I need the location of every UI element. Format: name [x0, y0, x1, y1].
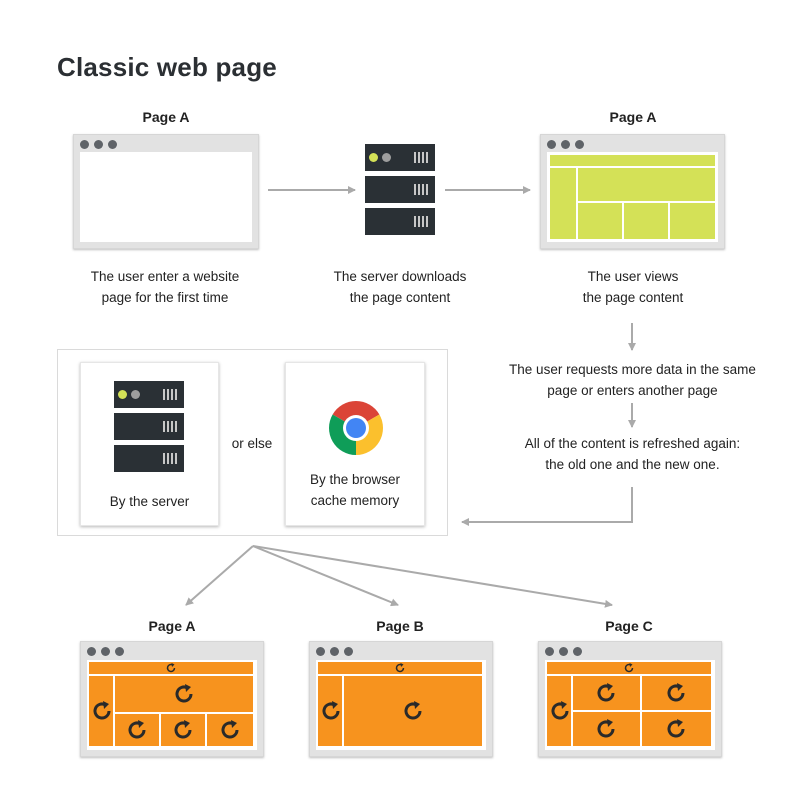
layout-main-block	[577, 167, 716, 202]
layout-cell-block	[573, 676, 640, 710]
chrome-logo-icon	[329, 401, 383, 455]
layout-cell-block	[207, 714, 253, 746]
loaded-page-content	[547, 152, 718, 242]
refresh-icon	[322, 701, 340, 720]
blank-page-content	[80, 152, 252, 242]
bottom-page-b-label: Page B	[376, 618, 424, 634]
window-dot-icon	[108, 140, 117, 149]
refresh-icon	[551, 701, 569, 720]
refresh-icon	[597, 683, 615, 702]
browser-window-empty	[73, 134, 259, 249]
caption-user-enter: The user enter a website page for the fi…	[90, 269, 240, 305]
refresh-icon	[395, 663, 405, 673]
caption-user-requests: The user requests more data in the same …	[509, 362, 756, 398]
layout-cell-block	[623, 202, 669, 240]
window-dot-icon	[545, 647, 554, 656]
page-a-right-label: Page A	[609, 109, 657, 125]
window-dot-icon	[573, 647, 582, 656]
window-dot-icon	[547, 140, 556, 149]
refresh-icon	[404, 701, 422, 720]
window-dot-icon	[87, 647, 96, 656]
refresh-icon	[624, 663, 634, 673]
caption-user-views: The user views the page content	[582, 269, 684, 305]
refresh-icon	[93, 701, 111, 720]
refresh-icon	[174, 720, 192, 739]
browser-window-page-c	[538, 641, 722, 757]
refresh-icon	[128, 720, 146, 739]
layout-cell-block	[577, 202, 623, 240]
arrow-to-bottom-a	[185, 545, 254, 606]
refresh-icon	[667, 683, 685, 702]
server-source-label: By the server	[109, 494, 190, 509]
layout-cell-block	[642, 712, 711, 746]
refresh-icon	[175, 684, 193, 703]
layout-cell-block	[573, 712, 640, 746]
caption-server-downloads: The server downloads the page content	[333, 269, 467, 305]
page-a-left-label: Page A	[142, 109, 190, 125]
or-else-label: or else	[231, 436, 273, 451]
bottom-page-c-label: Page C	[605, 618, 653, 634]
browser-window-loaded	[540, 134, 725, 249]
browser-window-page-b	[309, 641, 493, 757]
layout-cell-block	[669, 202, 716, 240]
window-dot-icon	[561, 140, 570, 149]
arrow-to-sources	[461, 487, 633, 526]
window-dot-icon	[115, 647, 124, 656]
layout-header-block	[318, 662, 482, 674]
arrow-to-bottom-c	[252, 545, 613, 608]
window-dot-icon	[316, 647, 325, 656]
layout-main-block	[115, 676, 253, 712]
caption-content-refreshed: All of the content is refreshed again: t…	[524, 436, 741, 472]
server-source-card: By the server	[80, 362, 219, 526]
window-dot-icon	[80, 140, 89, 149]
window-dot-icon	[330, 647, 339, 656]
refresh-icon	[667, 719, 685, 738]
browser-cache-card: By the browser cache memory	[285, 362, 425, 526]
layout-cell-block	[161, 714, 205, 746]
layout-cell-block	[642, 676, 711, 710]
bottom-page-a-label: Page A	[148, 618, 196, 634]
layout-sidebar-block	[549, 167, 577, 240]
layout-cell-block	[115, 714, 159, 746]
layout-header-block	[547, 662, 711, 674]
window-dot-icon	[575, 140, 584, 149]
page-title: Classic web page	[57, 52, 277, 82]
layout-main-block	[344, 676, 482, 746]
browser-cache-label: By the browser cache memory	[309, 472, 401, 508]
window-dot-icon	[101, 647, 110, 656]
arrow-to-bottom-b	[252, 545, 399, 607]
refresh-icon	[166, 663, 176, 673]
browser-window-page-a	[80, 641, 264, 757]
window-dot-icon	[344, 647, 353, 656]
refresh-icon	[221, 720, 239, 739]
refresh-icon	[597, 719, 615, 738]
window-dot-icon	[94, 140, 103, 149]
window-dot-icon	[559, 647, 568, 656]
layout-header-block	[89, 662, 253, 674]
layout-header-block	[549, 154, 716, 167]
